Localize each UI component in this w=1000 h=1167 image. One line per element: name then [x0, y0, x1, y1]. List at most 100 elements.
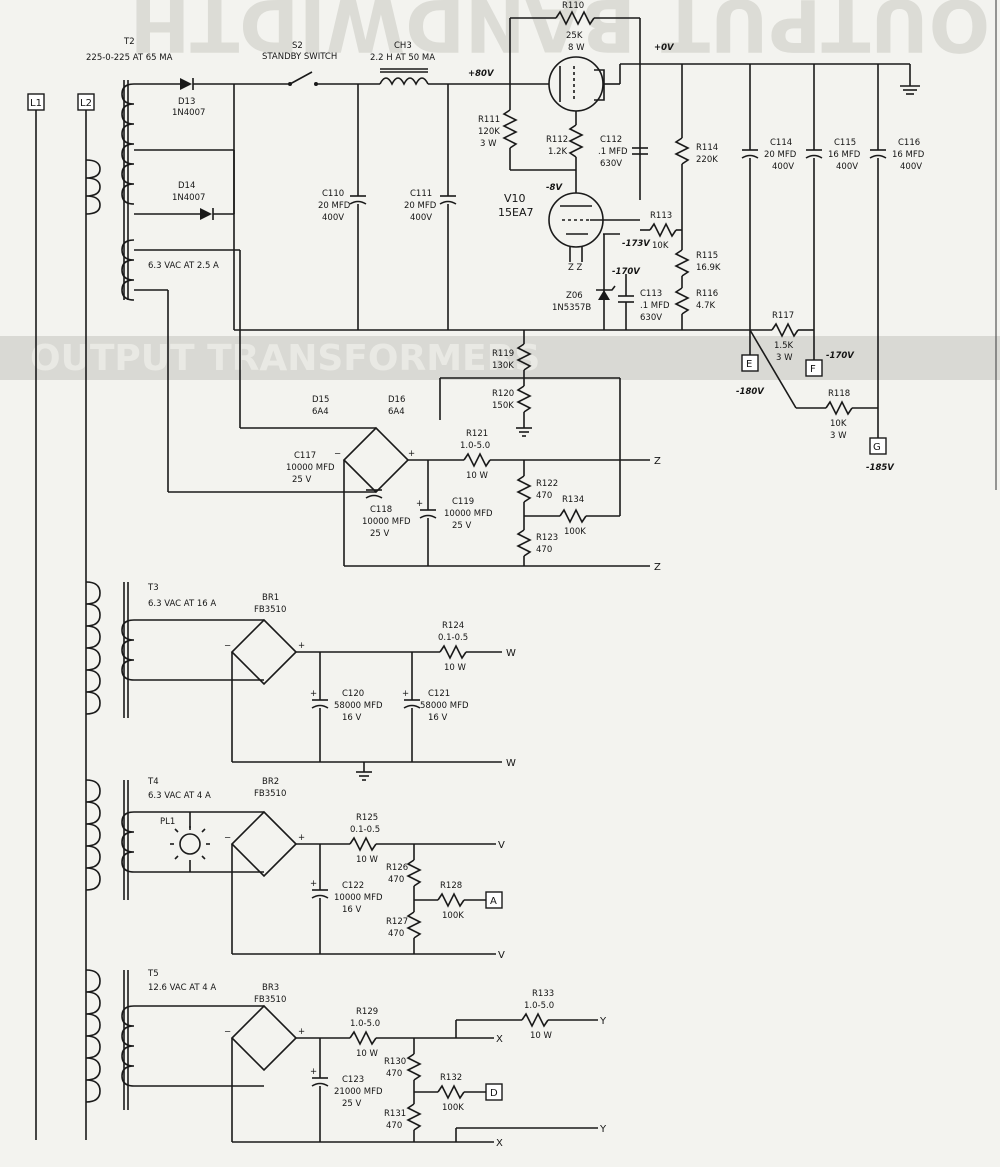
svg-text:C116: C116	[898, 138, 920, 148]
svg-text:S2: S2	[292, 41, 303, 51]
terminal-L1: L1	[27, 93, 45, 111]
svg-text:470: 470	[386, 1121, 402, 1131]
svg-text:220K: 220K	[696, 155, 718, 165]
resistor-R115: R115 16.9K	[674, 249, 721, 277]
svg-text:D16: D16	[388, 395, 405, 405]
svg-text:16.9K: 16.9K	[696, 263, 721, 273]
T3-primary-coil	[85, 581, 101, 715]
resistor-R110: R110 25K 8 W	[555, 1, 595, 53]
lamp-PL1: PL1	[160, 817, 210, 860]
svg-text:R116: R116	[696, 289, 718, 299]
svg-text:D13: D13	[178, 97, 195, 107]
terminal-D: D	[485, 1083, 503, 1101]
svg-text:630V: 630V	[640, 313, 662, 323]
svg-text:C121: C121	[428, 689, 450, 699]
output-V-top: V	[498, 840, 505, 851]
svg-text:+: +	[310, 689, 317, 699]
svg-text:FB3510: FB3510	[254, 995, 286, 1005]
svg-text:10000 MFD: 10000 MFD	[286, 463, 335, 473]
cap-C119: + C119 10000 MFD 25 V	[416, 497, 493, 531]
T3-secondary-coil	[121, 619, 135, 681]
T2-ref: T2	[123, 37, 135, 47]
bridge-BR2: BR2 FB3510 +−	[224, 777, 305, 878]
svg-text:16 MFD: 16 MFD	[892, 150, 925, 160]
svg-text:10 W: 10 W	[356, 1049, 379, 1059]
ground-symbol-w	[356, 771, 372, 781]
svg-text:−: −	[224, 1027, 231, 1037]
wire	[749, 329, 797, 409]
output-X-bottom: X	[496, 1138, 503, 1149]
svg-text:400V: 400V	[410, 213, 432, 223]
svg-text:400V: 400V	[322, 213, 344, 223]
svg-text:BR2: BR2	[262, 777, 279, 787]
svg-text:C111: C111	[410, 189, 432, 199]
svg-text:−: −	[224, 833, 231, 843]
svg-text:6A4: 6A4	[388, 407, 405, 417]
T2-rating: 225-0-225 AT 65 MA	[86, 53, 173, 63]
resistor-R130: R130 470	[384, 1053, 422, 1081]
output-Y-top: Y	[599, 1016, 607, 1027]
svg-text:470: 470	[388, 929, 404, 939]
svg-text:150K: 150K	[492, 401, 514, 411]
resistor-R127: R127 470	[386, 911, 422, 939]
zener-Z06: Z06 1N5357B	[552, 285, 616, 313]
svg-text:10000 MFD: 10000 MFD	[334, 893, 383, 903]
vm185-label: -185V	[866, 463, 895, 473]
svg-text:20 MFD: 20 MFD	[318, 201, 351, 211]
resistor-R128: R128 100K	[437, 881, 465, 921]
resistor-R125: R125 0.1-0.5 10 W	[349, 813, 380, 865]
svg-text:25 V: 25 V	[292, 475, 312, 485]
T2-secondary-coil	[121, 83, 135, 301]
svg-text:C123: C123	[342, 1075, 364, 1085]
svg-text:STANDBY SWITCH: STANDBY SWITCH	[262, 52, 337, 62]
svg-text:R129: R129	[356, 1007, 378, 1017]
svg-text:R123: R123	[536, 533, 558, 543]
svg-text:R122: R122	[536, 479, 558, 489]
svg-text:58000 MFD: 58000 MFD	[420, 701, 469, 711]
svg-text:Z06: Z06	[566, 291, 583, 301]
svg-text:20 MFD: 20 MFD	[404, 201, 437, 211]
terminal-L2: L2	[77, 93, 95, 111]
svg-text:R133: R133	[532, 989, 554, 999]
svg-text:BR3: BR3	[262, 983, 279, 993]
svg-text:C117: C117	[294, 451, 316, 461]
svg-text:FB3510: FB3510	[254, 789, 286, 799]
svg-text:1N5357B: 1N5357B	[552, 303, 591, 313]
svg-text:58000 MFD: 58000 MFD	[334, 701, 383, 711]
resistor-R131: R131 470	[384, 1103, 422, 1131]
svg-text:R126: R126	[386, 863, 408, 873]
vm180-label: -180V	[736, 387, 765, 397]
svg-text:15EA7: 15EA7	[498, 206, 533, 219]
svg-text:R115: R115	[696, 251, 718, 261]
svg-text:R119: R119	[492, 349, 514, 359]
svg-text:16 MFD: 16 MFD	[828, 150, 861, 160]
svg-text:25K: 25K	[566, 31, 583, 41]
heater-pins: Z Z	[568, 247, 583, 273]
svg-text:400V: 400V	[836, 162, 858, 172]
output-Z-top: Z	[654, 456, 661, 467]
svg-text:0.1-0.5: 0.1-0.5	[438, 633, 468, 643]
svg-text:R111: R111	[478, 115, 500, 125]
svg-text:C113: C113	[640, 289, 662, 299]
T2-secondary-rating: 6.3 VAC AT 2.5 A	[148, 261, 219, 271]
T5-ref: T5	[147, 969, 159, 979]
resistor-R122: R122 470	[516, 475, 558, 503]
svg-text:PL1: PL1	[160, 817, 175, 827]
resistor-R113: R113 10K	[649, 211, 677, 251]
svg-text:6A4: 6A4	[312, 407, 329, 417]
svg-text:1N4007: 1N4007	[172, 108, 205, 118]
svg-text:25 V: 25 V	[452, 521, 472, 531]
svg-text:C114: C114	[770, 138, 792, 148]
svg-text:R128: R128	[440, 881, 462, 891]
svg-text:1N4007: 1N4007	[172, 193, 205, 203]
resistor-R119: R119 130K	[492, 343, 532, 371]
cap-C115: C115 16 MFD 400V	[805, 138, 861, 172]
cap-C111: C111 20 MFD 400V	[404, 189, 457, 223]
vm8-label: -8V	[546, 183, 563, 193]
svg-text:8 W: 8 W	[568, 43, 585, 53]
svg-text:100K: 100K	[442, 1103, 464, 1113]
svg-text:+: +	[310, 1067, 317, 1077]
resistor-R117: R117 1.5K 3 W	[771, 311, 799, 363]
cap-C117: C117 10000 MFD 25 V	[286, 451, 335, 485]
svg-text:C110: C110	[322, 189, 344, 199]
